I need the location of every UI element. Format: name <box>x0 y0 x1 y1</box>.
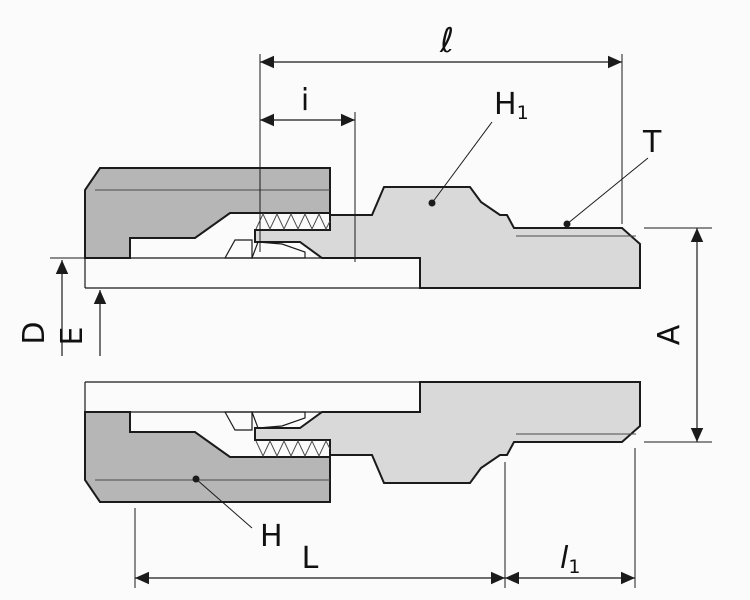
tube-cross-section <box>84 257 420 413</box>
dim-label-D: D <box>17 321 52 344</box>
back-ferrule-top <box>223 239 253 259</box>
dim-label-A: A <box>652 324 687 345</box>
dim-label-l1: l1 <box>560 541 580 578</box>
dim-label-L: L <box>302 541 319 576</box>
dim-T: T <box>563 125 662 228</box>
dim-ell: ℓ <box>259 21 623 252</box>
dim-E: E <box>55 287 172 356</box>
dim-label-H1: H1 <box>494 87 529 124</box>
dim-i: i <box>260 83 356 262</box>
dim-A: A <box>644 227 712 443</box>
thread-engagement <box>255 212 331 458</box>
thread-zigzag-top <box>255 212 331 231</box>
dim-H-leader <box>195 478 253 529</box>
dim-T-leader-dot <box>563 220 571 228</box>
dim-D: D <box>17 257 130 356</box>
nut-top-half <box>84 167 331 259</box>
dim-H: H <box>192 475 283 554</box>
front-ferrule-bottom <box>251 411 306 429</box>
body-cross-section <box>254 186 641 484</box>
thread-zigzag-bottom <box>255 439 331 458</box>
nut-cross-section <box>84 167 331 503</box>
dim-H1-leader-dot <box>428 199 436 207</box>
dim-H1-leader <box>431 121 493 204</box>
dim-H-leader-dot <box>192 475 200 483</box>
dim-H1: H1 <box>428 87 529 207</box>
ferrules <box>223 239 306 431</box>
dim-l1: l1 <box>504 448 636 588</box>
dim-label-i: i <box>301 83 309 118</box>
dim-L: L <box>134 462 506 588</box>
dim-label-E: E <box>55 327 90 346</box>
dim-label-ell: ℓ <box>439 21 454 61</box>
dim-label-T: T <box>642 125 662 160</box>
dim-label-H: H <box>260 519 283 554</box>
front-ferrule-top <box>251 241 306 259</box>
back-ferrule-bottom <box>223 411 253 431</box>
dim-T-leader <box>566 157 649 225</box>
